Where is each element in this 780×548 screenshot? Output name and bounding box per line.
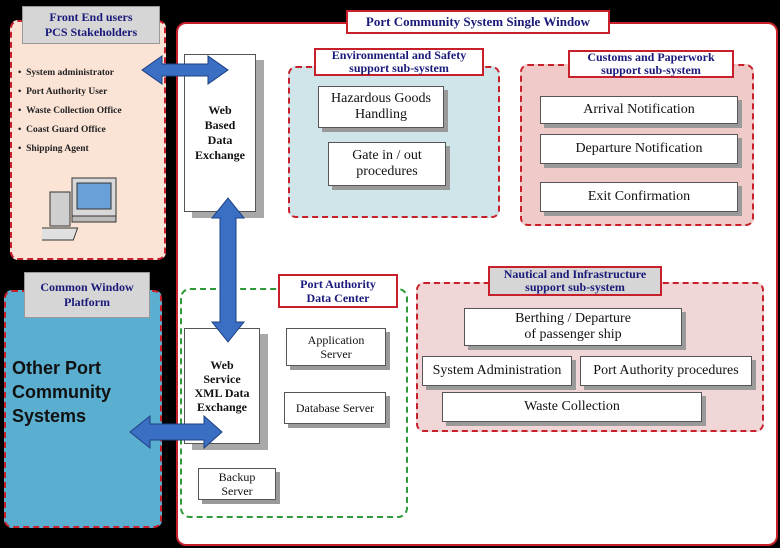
list-item: • Port Authority User: [18, 87, 108, 97]
backup-server-box: Backup Server: [198, 468, 276, 500]
web-service-line: Service: [203, 372, 241, 386]
front-end-title-line: PCS Stakeholders: [44, 25, 138, 39]
web-service-line: Web: [210, 358, 234, 372]
env-safety-title: Environmental and Safety support sub-sys…: [314, 48, 484, 76]
front-end-title-line: Front End users: [49, 10, 133, 24]
hazardous-goods-box: Hazardous Goods Handling: [318, 86, 444, 128]
env-safety-title-line: Environmental and Safety: [331, 48, 467, 62]
arrow-front-end-web: [141, 55, 229, 85]
common-window-title-line: Platform: [64, 295, 110, 309]
gate-procedures-box: Gate in / out procedures: [328, 142, 446, 186]
other-systems-line: Other Port: [12, 358, 102, 378]
web-service-line: Exchange: [196, 400, 247, 414]
berthing-line: Berthing / Departure: [515, 311, 631, 326]
gate-line: procedures: [356, 164, 418, 179]
common-window-title-line: Common Window: [40, 280, 134, 294]
app-server-line: Application: [307, 333, 365, 347]
common-window-panel: Other Port Community Systems: [4, 290, 162, 528]
web-based-line: Exchange: [194, 148, 245, 162]
backup-line: Server: [221, 484, 253, 498]
web-based-line: Data: [207, 133, 233, 147]
computer-icon: [42, 177, 117, 241]
backup-line: Backup: [218, 470, 256, 484]
application-server-box: Application Server: [286, 328, 386, 366]
database-server-box: Database Server: [284, 392, 386, 424]
other-systems-line: Community: [12, 382, 111, 402]
web-based-data-exchange: Web Based Data Exchange: [184, 54, 256, 212]
list-item: • Waste Collection Office: [18, 106, 122, 116]
berthing-box: Berthing / Departure of passenger ship: [464, 308, 682, 346]
front-end-users-title: Front End users PCS Stakeholders: [22, 6, 160, 44]
arrival-notification-box: Arrival Notification: [540, 96, 738, 124]
env-safety-title-line: support sub-system: [349, 61, 449, 75]
list-item: • System administrator: [18, 68, 114, 78]
nautical-title-line: Nautical and Infrastructure: [503, 267, 647, 281]
data-center-title-line: Port Authority: [300, 277, 376, 291]
other-systems-label: Other Port Community Systems: [12, 356, 111, 428]
berthing-line: of passenger ship: [524, 327, 622, 342]
data-center-title: Port Authority Data Center: [278, 274, 398, 308]
hazardous-line: Handling: [354, 107, 408, 122]
departure-notification-box: Departure Notification: [540, 134, 738, 164]
arrow-web-based-web-service: [210, 197, 246, 343]
list-item: • Coast Guard Office: [18, 125, 106, 135]
exit-confirmation-box: Exit Confirmation: [540, 182, 738, 212]
port-authority-procedures-box: Port Authority procedures: [580, 356, 752, 386]
list-item: • Shipping Agent: [18, 144, 89, 154]
customs-title: Customs and Paperwork support sub-system: [568, 50, 734, 78]
common-window-title: Common Window Platform: [24, 272, 150, 318]
front-end-users-list: • System administrator • Port Authority …: [18, 68, 122, 163]
hazardous-line: Hazardous Goods: [331, 91, 431, 106]
customs-title-line: Customs and Paperwork: [587, 50, 715, 64]
system-administration-box: System Administration: [422, 356, 572, 386]
web-based-line: Web: [208, 103, 232, 117]
customs-title-line: support sub-system: [601, 63, 701, 77]
web-service-line: XML Data: [194, 386, 250, 400]
waste-collection-box: Waste Collection: [442, 392, 702, 422]
nautical-title: Nautical and Infrastructure support sub-…: [488, 266, 662, 296]
nautical-title-line: support sub-system: [525, 280, 625, 294]
other-systems-line: Systems: [12, 406, 87, 426]
data-center-title-line: Data Center: [306, 291, 370, 305]
main-title: Port Community System Single Window: [346, 10, 610, 34]
gate-line: Gate in / out: [352, 148, 422, 163]
web-based-line: Based: [204, 118, 236, 132]
arrow-other-systems-web-service: [129, 414, 223, 450]
app-server-line: Server: [320, 347, 352, 361]
